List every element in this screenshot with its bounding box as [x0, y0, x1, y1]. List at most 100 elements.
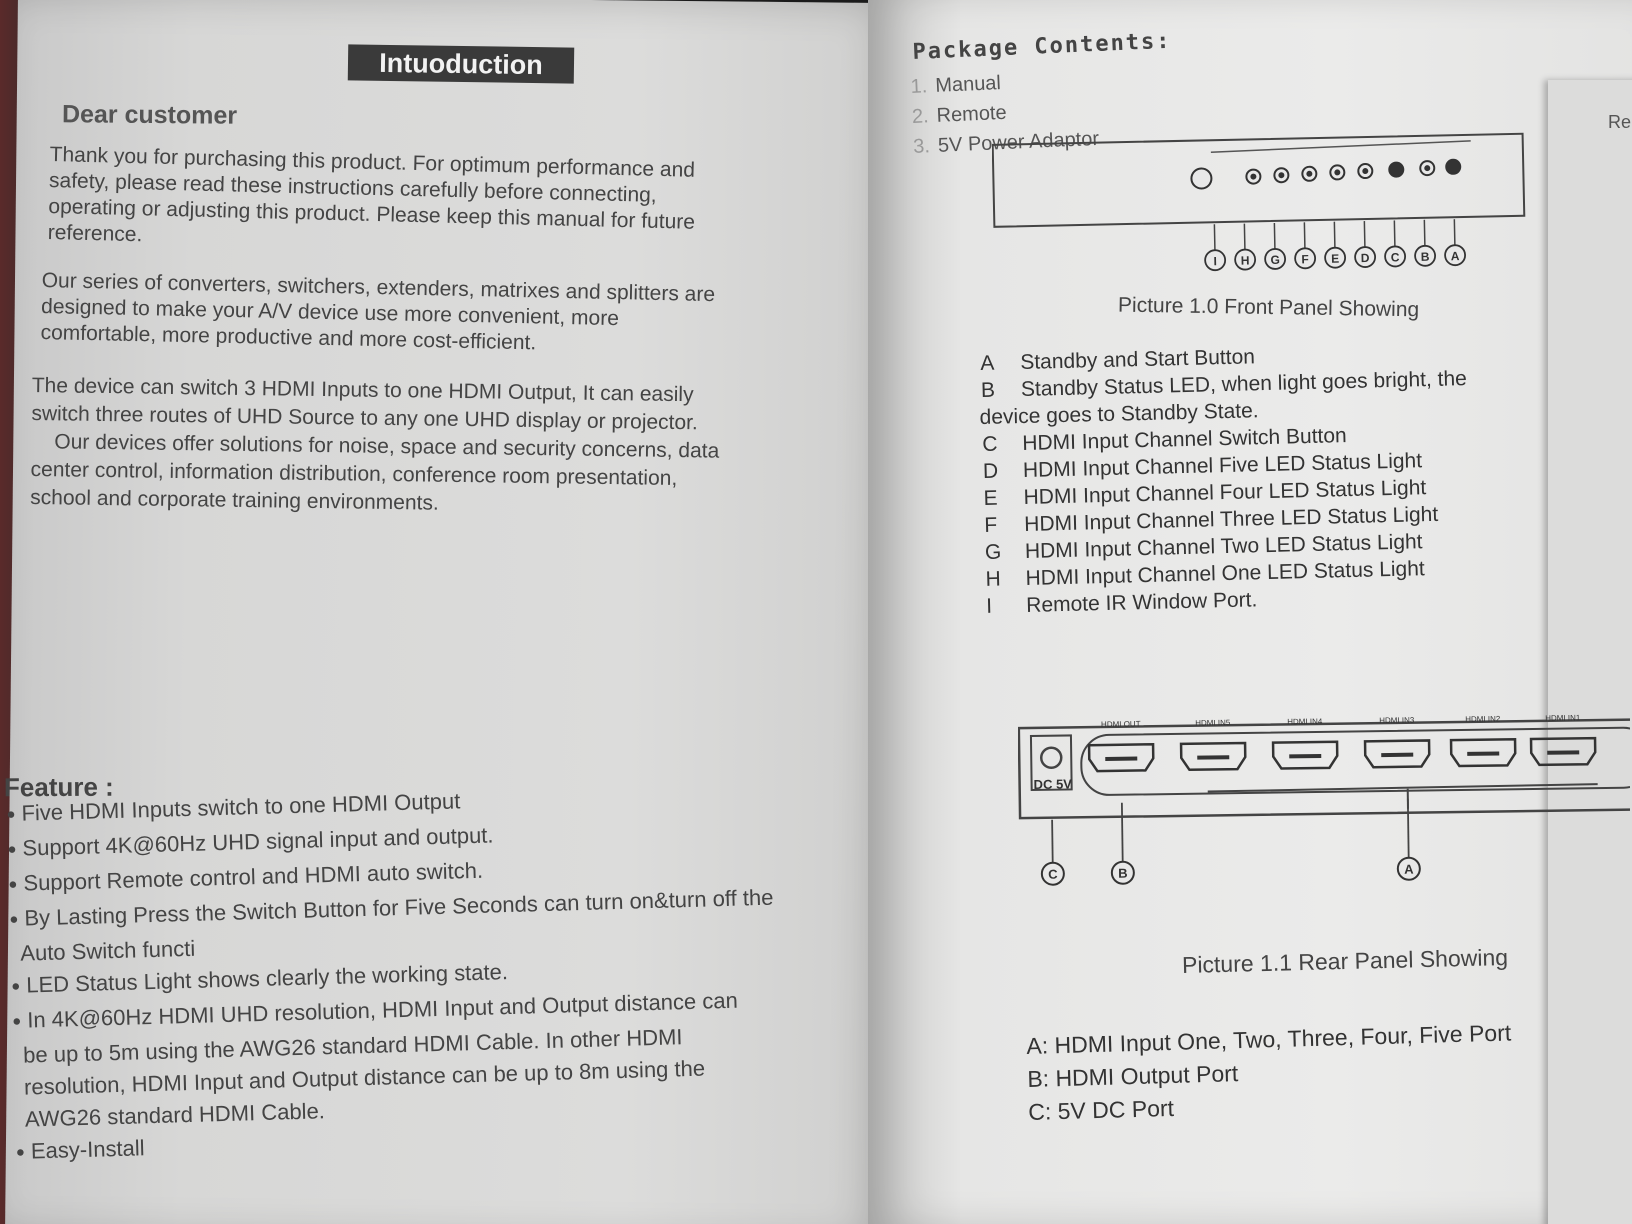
panel-label-strip [1210, 140, 1471, 154]
callout-label: F [1301, 252, 1309, 266]
front-panel-caption: Picture 1.0 Front Panel Showing [1117, 293, 1420, 322]
front-panel-outline [992, 132, 1526, 228]
callout-circle [1444, 244, 1466, 267]
port-label: HDMI IN4 [1287, 717, 1323, 726]
rear-panel-outline [1018, 717, 1630, 820]
led-center-icon [1424, 165, 1431, 172]
item-label: Manual [934, 72, 1002, 97]
legend-key: I [985, 594, 993, 618]
paragraph-series: Our series of converters, switchers, ext… [40, 268, 761, 361]
port-label: HDMI IN1 [1545, 713, 1581, 722]
greeting: Dear customer [61, 100, 238, 130]
hdmi-port-icon [1363, 739, 1431, 769]
callout-label: B [1421, 250, 1430, 264]
callout-label: G [1270, 253, 1280, 267]
legend-key: B [980, 378, 996, 402]
input-bracket [1207, 783, 1598, 793]
callout-label: H [1241, 253, 1250, 267]
led-icon [1445, 158, 1462, 175]
item-number: 2. [911, 105, 930, 128]
callout-label: A [1404, 862, 1414, 877]
leader-line [1423, 219, 1426, 246]
paragraph-thanks: Thank you for purchasing this product. F… [47, 142, 769, 264]
led-center-icon [1250, 173, 1257, 180]
callout-circle [1294, 247, 1317, 270]
item-label: Remote [936, 101, 1008, 127]
led-center-icon [1334, 169, 1341, 176]
callout-label: C [1048, 867, 1058, 882]
item-number: 1. [910, 75, 928, 98]
callout-circle [1354, 246, 1377, 268]
rear-panel-leaders [1051, 798, 1410, 864]
callout-circle [1384, 245, 1407, 268]
legend-key: H [985, 567, 1002, 591]
hdmi-port-icon [1087, 743, 1155, 773]
leader-line [1363, 221, 1366, 248]
callout-circle [1204, 249, 1227, 272]
leader-line [1453, 219, 1456, 246]
dc-port-icon [1039, 746, 1063, 769]
callout-circle [1234, 248, 1257, 271]
legend-text: Standby and Start Button [1020, 345, 1256, 375]
leader-line [1406, 798, 1410, 859]
led-icon [1388, 161, 1405, 178]
legend-key: D [982, 459, 999, 483]
next-page-edge [1548, 80, 1632, 1224]
legend-key: F [984, 513, 998, 537]
callout-label: A [1451, 249, 1460, 263]
item-number: 3. [912, 135, 931, 158]
dc-port-frame [1029, 734, 1073, 792]
legend-key: A [980, 351, 995, 375]
leader-line [1213, 224, 1216, 251]
led-center-icon [1362, 168, 1369, 175]
callout-circle [1414, 244, 1436, 267]
leader-line [1393, 220, 1396, 247]
port-label: HDMI OUT [1101, 719, 1141, 729]
callout-circle [1110, 860, 1135, 885]
legend-key: E [983, 486, 998, 510]
led-center-icon [1278, 172, 1285, 179]
callout-circle [1324, 246, 1347, 269]
callout-label: B [1118, 866, 1128, 881]
legend-key: C [982, 432, 998, 456]
leader-line [1120, 802, 1124, 863]
callout-circle [1264, 248, 1287, 270]
introduction-heading: Intuoduction [347, 44, 575, 84]
hdmi-port-group [1080, 726, 1630, 796]
ir-window-icon [1190, 167, 1213, 190]
callout-label: E [1331, 252, 1339, 266]
hdmi-port-icon [1271, 740, 1339, 770]
legend-text: Remote IR Window Port. [1025, 588, 1258, 617]
port-label: HDMI IN3 [1379, 716, 1415, 725]
right-page [868, 0, 1632, 1224]
hdmi-port-icon [1449, 737, 1517, 768]
next-page-text: Re [1608, 112, 1632, 132]
dc-port-label: DC 5V [1034, 776, 1073, 792]
leader-line [1333, 221, 1336, 248]
hdmi-port-icon [1529, 736, 1597, 767]
led-center-icon [1306, 170, 1313, 177]
port-label: HDMI IN2 [1465, 714, 1501, 723]
leader-line [1051, 819, 1054, 864]
leader-line [1273, 222, 1276, 249]
hdmi-port-icon [1179, 741, 1247, 772]
port-label: HDMI IN5 [1195, 718, 1231, 727]
feature-list: Five HDMI Inputs switch to one HDMI Outp… [6, 774, 876, 1171]
callout-label: D [1361, 251, 1370, 265]
leader-line [1243, 223, 1246, 250]
front-panel-leds [1190, 158, 1462, 190]
rear-panel-ports: HDMI OUT HDMI IN5 HDMI IN4 HDMI IN3 HDMI IN2… [1087, 713, 1597, 773]
legend-key: G [984, 540, 1002, 564]
rear-panel-legend: A: HDMI Input One, Two, Three, Four, Fiv… [1026, 1016, 1513, 1129]
callout-label: C [1391, 250, 1400, 264]
paragraph-device: The device can switch 3 HDMI Inputs to o… [30, 372, 792, 523]
callout-circle [1396, 856, 1421, 881]
leader-line [1303, 222, 1306, 249]
callout-label: I [1213, 254, 1217, 268]
front-panel-leaders [1213, 219, 1456, 251]
